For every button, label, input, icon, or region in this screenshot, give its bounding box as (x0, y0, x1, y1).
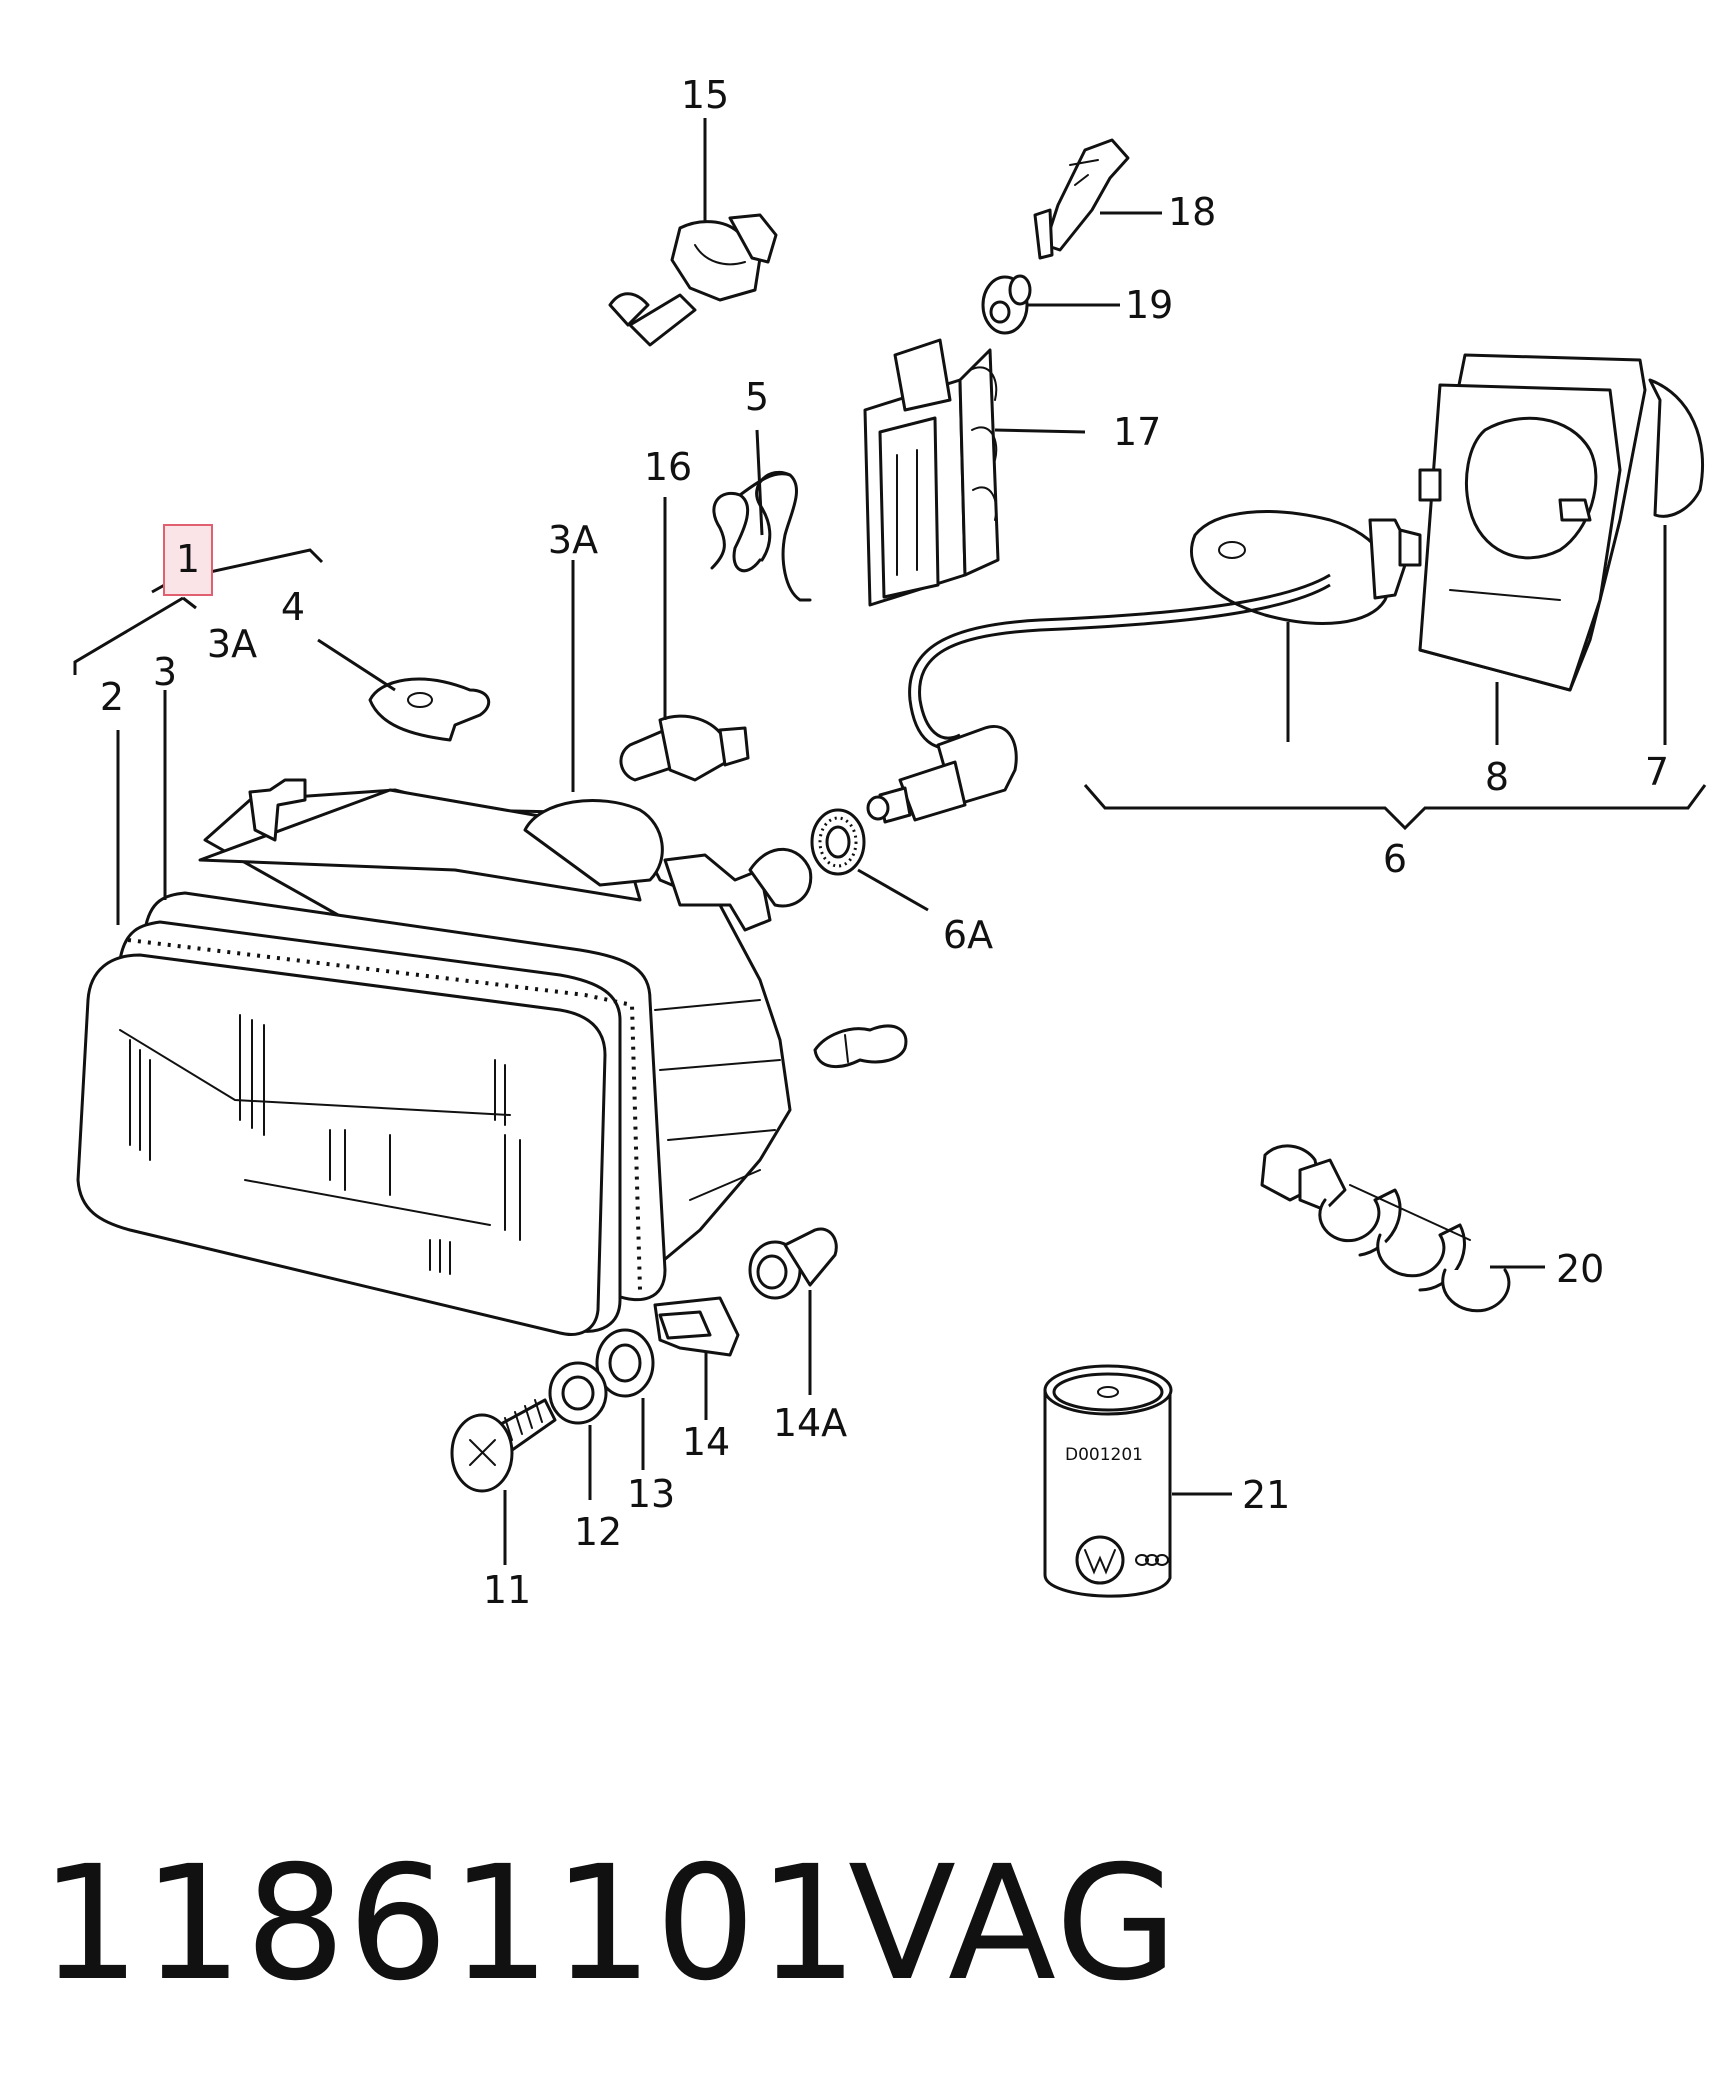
part-4-spring-clip (368, 677, 491, 742)
label-18[interactable]: 18 (1168, 190, 1216, 234)
label-17[interactable]: 17 (1113, 410, 1161, 454)
part-8-dust-cover (1418, 353, 1647, 692)
part-12-washer (548, 1361, 608, 1425)
grease-tin-label: D001201 (1065, 1445, 1143, 1465)
leader-lines (73, 118, 1707, 1565)
label-5[interactable]: 5 (745, 375, 769, 419)
label-3[interactable]: 3 (153, 650, 177, 694)
part-bulb-holder-small (813, 1024, 908, 1069)
label-4[interactable]: 4 (281, 585, 305, 629)
label-14[interactable]: 14 (682, 1420, 730, 1464)
part-18-contact-clip (1033, 138, 1130, 260)
part-number: 11861101 (40, 1832, 861, 2016)
label-8[interactable]: 8 (1485, 755, 1509, 799)
label-12[interactable]: 12 (574, 1510, 622, 1554)
label-16[interactable]: 16 (644, 445, 692, 489)
label-2[interactable]: 2 (100, 675, 124, 719)
label-20[interactable]: 20 (1556, 1247, 1604, 1291)
part-6a-seal-ring (810, 808, 866, 876)
label-6a[interactable]: 6A (943, 913, 993, 957)
part-13-washer (595, 1328, 655, 1398)
label-14a[interactable]: 14A (773, 1401, 847, 1445)
callout-labels: 1 2 3 3A 4 3A 16 5 15 18 19 17 6A 8 7 6 … (100, 73, 1669, 1612)
headlight-housing (76, 778, 813, 1336)
label-13[interactable]: 13 (627, 1472, 675, 1516)
part-17-connector-housing (863, 338, 1000, 607)
label-1[interactable]: 1 (176, 537, 200, 581)
label-11[interactable]: 11 (483, 1568, 531, 1612)
part-14a-expansion-nut (748, 1227, 838, 1300)
part-7-cap (1648, 378, 1705, 518)
brand-name: VAG (848, 1832, 1180, 2016)
part-6-wiring-harness (866, 510, 1422, 824)
part-15-h4-bulb (608, 213, 778, 347)
label-21[interactable]: 21 (1242, 1473, 1290, 1517)
label-7[interactable]: 7 (1645, 750, 1669, 794)
label-3a-top[interactable]: 3A (548, 518, 598, 562)
part-19-grommet (981, 274, 1032, 335)
part-11-screw (450, 1398, 557, 1493)
label-15[interactable]: 15 (681, 73, 729, 117)
part-20-cable-clip (1260, 1144, 1511, 1313)
label-6[interactable]: 6 (1383, 837, 1407, 881)
highlight-box (163, 524, 213, 596)
part-21-grease-tin: D001201 (1043, 1364, 1173, 1598)
part-16-side-bulb (619, 714, 750, 782)
part-14-clip-nut (653, 1296, 740, 1357)
label-19[interactable]: 19 (1125, 283, 1173, 327)
part-5-retaining-spring (710, 470, 812, 602)
label-3a-left[interactable]: 3A (207, 622, 257, 666)
